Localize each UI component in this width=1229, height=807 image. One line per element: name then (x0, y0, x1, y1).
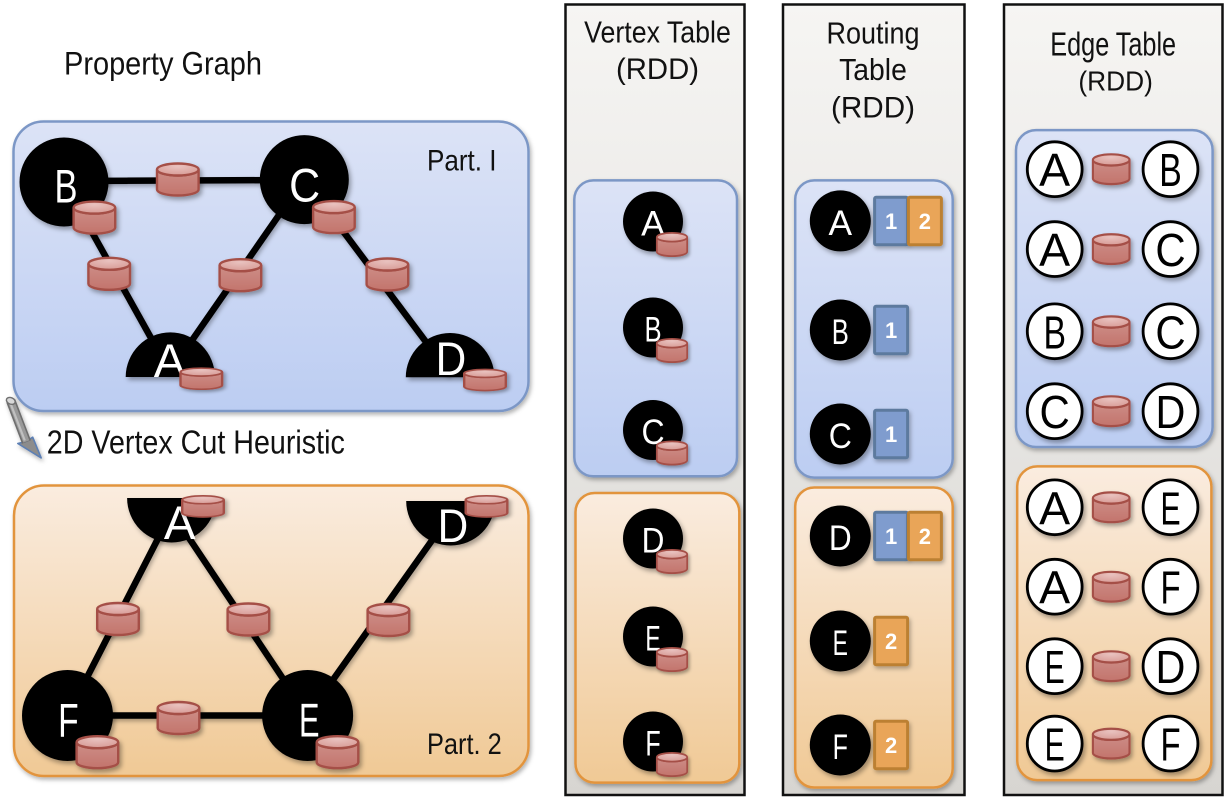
svg-text:A: A (1039, 482, 1070, 534)
svg-text:D: D (1156, 386, 1186, 438)
svg-text:E: E (299, 694, 320, 747)
svg-text:Routing: Routing (827, 16, 920, 51)
svg-text:Property Graph: Property Graph (64, 46, 262, 82)
svg-text:F: F (1160, 562, 1180, 614)
svg-text:2: 2 (919, 209, 931, 234)
svg-text:D: D (829, 519, 852, 558)
svg-text:2: 2 (885, 629, 897, 654)
svg-text:(RDD): (RDD) (1078, 66, 1153, 97)
svg-text:C: C (1155, 306, 1185, 358)
svg-text:E: E (645, 620, 660, 659)
svg-text:C: C (1155, 224, 1185, 276)
svg-text:B: B (1043, 306, 1066, 358)
svg-text:D: D (1156, 641, 1186, 693)
svg-text:1: 1 (885, 209, 897, 234)
svg-text:C: C (641, 413, 664, 452)
svg-text:Part. I: Part. I (427, 145, 497, 178)
svg-text:A: A (1039, 144, 1070, 196)
svg-text:Vertex Table: Vertex Table (584, 15, 731, 50)
svg-text:(RDD): (RDD) (831, 92, 915, 125)
svg-text:Table: Table (839, 52, 907, 87)
svg-text:D: D (642, 522, 665, 561)
svg-text:E: E (1045, 719, 1065, 771)
svg-text:F: F (58, 694, 79, 747)
svg-text:1: 1 (885, 422, 897, 447)
svg-text:C: C (289, 159, 320, 212)
svg-text:F: F (1160, 719, 1180, 771)
svg-text:B: B (644, 311, 661, 350)
svg-text:A: A (1039, 562, 1070, 614)
svg-text:E: E (1045, 641, 1065, 693)
svg-text:E: E (833, 624, 848, 663)
svg-text:Part. 2: Part. 2 (427, 728, 502, 761)
svg-text:A: A (1039, 224, 1070, 276)
svg-text:B: B (832, 313, 849, 352)
svg-text:F: F (645, 725, 660, 764)
svg-text:2D Vertex Cut Heuristic: 2D Vertex Cut Heuristic (47, 424, 345, 461)
svg-text:C: C (1040, 386, 1070, 438)
svg-text:F: F (833, 728, 848, 767)
svg-text:D: D (438, 499, 469, 552)
svg-text:2: 2 (919, 524, 931, 549)
svg-text:1: 1 (885, 524, 897, 549)
svg-text:E: E (1160, 482, 1180, 534)
svg-text:Edge Table: Edge Table (1050, 26, 1176, 63)
svg-text:B: B (55, 160, 78, 213)
svg-text:1: 1 (885, 318, 897, 343)
svg-text:C: C (829, 417, 852, 456)
svg-text:2: 2 (885, 733, 897, 758)
svg-text:A: A (829, 204, 853, 243)
svg-text:(RDD): (RDD) (616, 53, 699, 86)
svg-text:B: B (1159, 144, 1182, 196)
svg-text:D: D (436, 332, 467, 385)
